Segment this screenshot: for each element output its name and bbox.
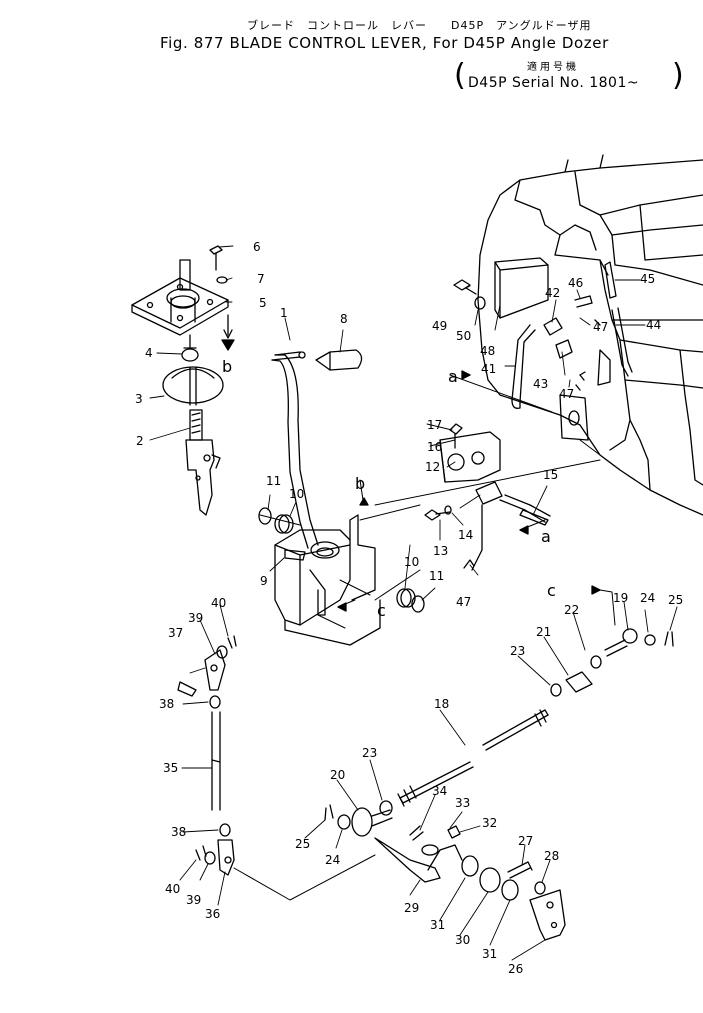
paren-open: ( — [454, 58, 466, 93]
callout: 25 — [668, 593, 683, 607]
split-pin-25-right — [664, 631, 674, 647]
callout-leaders — [149, 245, 678, 961]
callout: 29 — [404, 901, 419, 915]
callout: 7 — [257, 272, 265, 286]
connector-lines — [233, 374, 621, 901]
machine-frame — [477, 154, 703, 516]
reference-arrows — [221, 339, 601, 612]
callout: 10 — [404, 555, 419, 569]
ref-a-center: a — [541, 527, 551, 546]
paren-close: ) — [672, 58, 684, 93]
ref-b-left: b — [222, 357, 232, 376]
callout: 11 — [429, 569, 444, 583]
callout: 16 — [427, 440, 442, 454]
callout: 21 — [536, 625, 551, 639]
callout: 26 — [508, 962, 523, 976]
callout: 35 — [163, 761, 178, 775]
callout: 14 — [458, 528, 473, 542]
callout: 15 — [543, 468, 558, 482]
callout: 13 — [433, 544, 448, 558]
callout: 49 — [432, 319, 447, 333]
callout: 47 — [456, 595, 471, 609]
control-lever — [271, 349, 363, 549]
callout: 41 — [481, 362, 496, 376]
callout: 31 — [430, 918, 445, 932]
callout: 33 — [455, 796, 470, 810]
callout: 30 — [455, 933, 470, 947]
callout: 32 — [482, 816, 497, 830]
callout: 19 — [613, 591, 628, 605]
reference-letters: b a b a c c — [222, 357, 556, 620]
callout: 3 — [135, 392, 143, 406]
callout-labels: 1 2 3 4 5 6 7 8 9 10 10 11 11 12 13 14 1… — [135, 240, 683, 976]
callout: 40 — [211, 596, 226, 610]
callout: 39 — [188, 611, 203, 625]
ref-a-upper: a — [448, 367, 458, 386]
callout: 24 — [325, 853, 340, 867]
callout: 23 — [362, 746, 377, 760]
callout: 40 — [165, 882, 180, 896]
callout: 18 — [434, 697, 449, 711]
callout: 20 — [330, 768, 345, 782]
callout: 38 — [171, 825, 186, 839]
callout: 2 — [136, 434, 144, 448]
vertical-rod-assembly — [177, 635, 237, 876]
callout: 46 — [568, 276, 583, 290]
callout: 45 — [640, 272, 655, 286]
callout: 34 — [432, 784, 447, 798]
upper-linkage — [453, 257, 633, 441]
title-jp: ブレード コントロール レバー D45P アングルドーザ用 — [247, 19, 592, 32]
callout: 47 — [593, 320, 608, 334]
ref-c-center: c — [377, 601, 386, 620]
lever-housing-assembly — [131, 245, 233, 516]
callout: 17 — [427, 418, 442, 432]
serial-jp: 適用号機 — [527, 62, 579, 73]
callout: 1 — [280, 306, 288, 320]
callout: 39 — [186, 893, 201, 907]
callout: 36 — [205, 907, 220, 921]
callout: 47 — [559, 387, 574, 401]
callout: 50 — [456, 329, 471, 343]
push-rod-assembly — [337, 628, 656, 941]
callout: 5 — [259, 296, 267, 310]
ref-c-right: c — [547, 581, 556, 600]
callout: 48 — [480, 344, 495, 358]
base-bracket — [258, 423, 551, 646]
serial-number: D45P Serial No. 1801~ — [468, 75, 640, 91]
callout: 27 — [518, 834, 533, 848]
split-pin-25-left — [324, 804, 334, 821]
callout: 22 — [564, 603, 579, 617]
callout: 43 — [533, 377, 548, 391]
callout: 4 — [145, 346, 153, 360]
callout: 25 — [295, 837, 310, 851]
callout: 9 — [260, 574, 268, 588]
figure-title: Fig. 877 BLADE CONTROL LEVER, For D45P A… — [160, 34, 609, 52]
callout: 23 — [510, 644, 525, 658]
callout: 24 — [640, 591, 655, 605]
callout: 44 — [646, 318, 661, 332]
callout: 8 — [340, 312, 348, 326]
callout: 6 — [253, 240, 261, 254]
callout: 11 — [266, 474, 281, 488]
callout: 10 — [289, 487, 304, 501]
callout: 38 — [159, 697, 174, 711]
callout: 28 — [544, 849, 559, 863]
split-pin-34 — [409, 825, 424, 841]
callout: 31 — [482, 947, 497, 961]
callout: 37 — [168, 626, 183, 640]
callout: 42 — [545, 286, 560, 300]
ref-b-center: b — [355, 474, 365, 493]
callout: 12 — [425, 460, 440, 474]
